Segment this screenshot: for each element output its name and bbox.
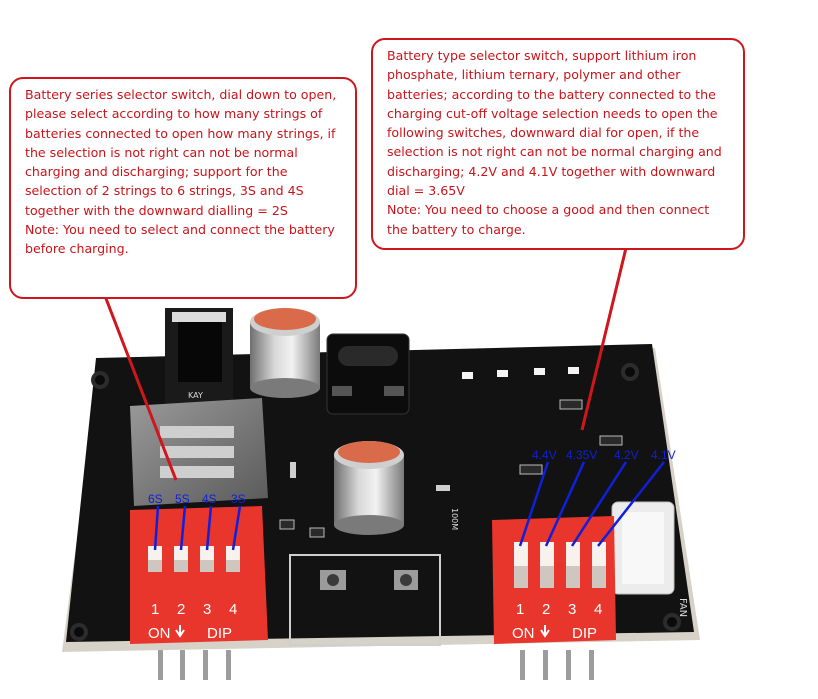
usb-c-connector bbox=[326, 333, 410, 415]
arrow-down-icon bbox=[175, 625, 185, 638]
dip-right-on-label: ON bbox=[512, 625, 535, 642]
series-selector-note: Note: You need to select and connect the… bbox=[25, 222, 335, 257]
dip-right-number-4: 4 bbox=[594, 601, 602, 618]
inductor: 100M bbox=[130, 398, 459, 530]
dip-left-number-4: 4 bbox=[229, 601, 237, 618]
dip-left-number-1: 1 bbox=[151, 601, 159, 618]
type-selector-callout: Battery type selector switch, support li… bbox=[371, 38, 745, 250]
dip-right-number-2: 2 bbox=[542, 601, 550, 618]
series-label-5s: 5S bbox=[175, 492, 190, 506]
push-button: KAY bbox=[165, 308, 233, 404]
dip-switch-series: 1 2 3 4 ON DIP bbox=[130, 506, 268, 644]
arrow-down-icon bbox=[540, 625, 550, 638]
key-label: KAY bbox=[188, 391, 203, 400]
dip-left-number-3: 3 bbox=[203, 601, 211, 618]
series-label-6s: 6S bbox=[148, 492, 163, 506]
series-selector-callout: Battery series selector switch, dial dow… bbox=[9, 77, 357, 299]
left-callout-pointer bbox=[103, 295, 178, 481]
type-selector-description: Battery type selector switch, support li… bbox=[387, 48, 722, 199]
right-callout-pointer bbox=[580, 247, 628, 431]
pin-header-right bbox=[520, 650, 594, 680]
dip-right-dip-label: DIP bbox=[572, 625, 597, 642]
dip-switch-type: 1 2 3 4 ON DIP bbox=[492, 516, 616, 644]
pin-header-left bbox=[158, 650, 231, 680]
fan-label: FAN bbox=[677, 598, 688, 617]
inductor-value-label: 100M bbox=[450, 508, 459, 530]
dip-right-number-3: 3 bbox=[568, 601, 576, 618]
voltage-label-4-2v: 4.2V bbox=[614, 448, 639, 462]
voltage-label-4-35v: 4.35V bbox=[566, 448, 597, 462]
series-selector-description: Battery series selector switch, dial dow… bbox=[25, 87, 337, 218]
dip-right-number-1: 1 bbox=[516, 601, 524, 618]
voltage-label-4-1v: 4.1V bbox=[651, 448, 676, 462]
type-selector-note: Note: You need to choose a good and then… bbox=[387, 202, 710, 237]
voltage-label-4-4v: 4.4V bbox=[532, 448, 557, 462]
series-pointers bbox=[153, 505, 242, 551]
dip-left-on-label: ON bbox=[148, 625, 171, 642]
capacitor-top bbox=[250, 308, 320, 398]
dip-left-dip-label: DIP bbox=[207, 625, 232, 642]
series-label-4s: 4S bbox=[202, 492, 217, 506]
dip-left-number-2: 2 bbox=[177, 601, 185, 618]
capacitor-middle bbox=[334, 441, 404, 535]
voltage-pointers bbox=[518, 461, 665, 547]
series-label-3s: 3S bbox=[231, 492, 246, 506]
